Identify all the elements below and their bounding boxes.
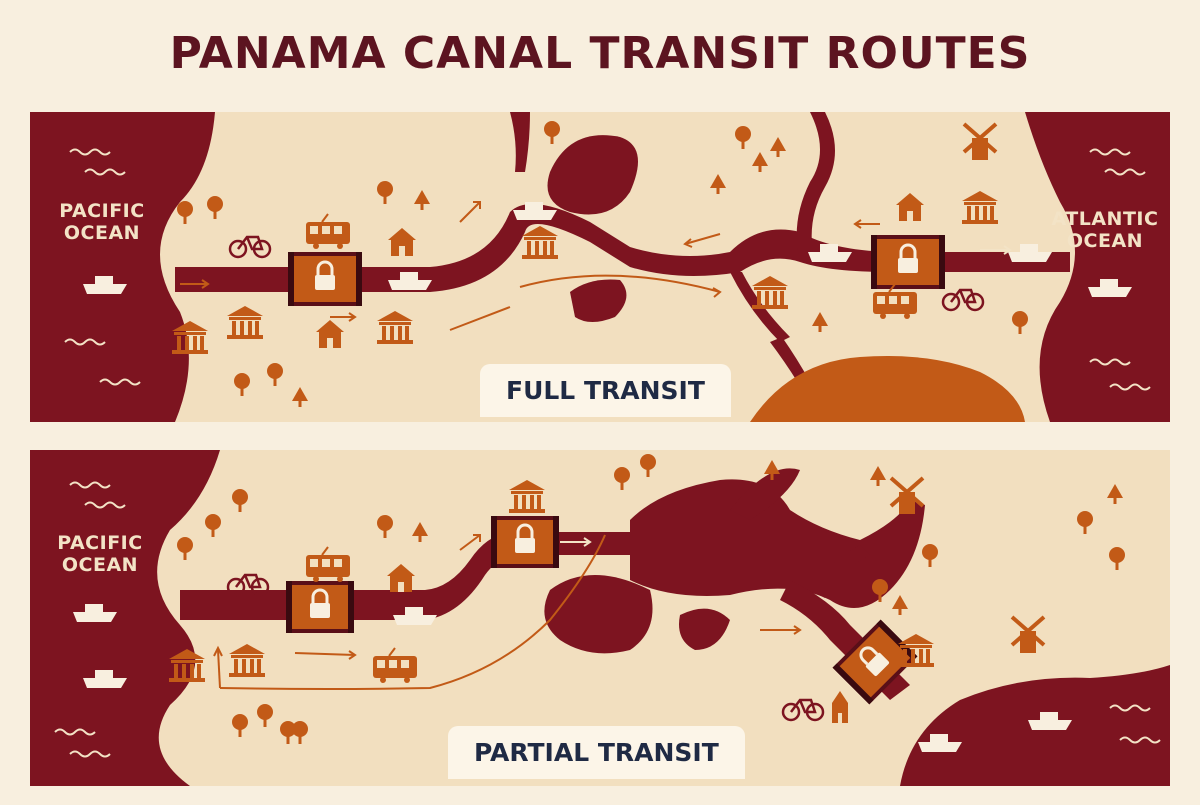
lake [570, 279, 627, 322]
route-label: PARTIAL TRANSIT [448, 726, 745, 779]
lake [730, 468, 800, 520]
page-title: PANAMA CANAL TRANSIT ROUTES [169, 28, 1031, 79]
lock-icon [284, 579, 356, 635]
lock-icon [286, 250, 364, 308]
route-label: FULL TRANSIT [480, 364, 731, 417]
pacific-ocean [30, 112, 215, 422]
arrow-icon [180, 201, 1012, 331]
bay [750, 356, 1025, 422]
atlantic-ocean-label: ATLANTIC OCEAN [1040, 208, 1170, 252]
atlantic-ocean [1025, 112, 1170, 422]
lock-icon [869, 233, 947, 291]
pacific-ocean [30, 450, 220, 786]
lake [544, 575, 653, 654]
partial-transit-panel: PACIFIC OCEAN PARTIAL TRANSIT [30, 450, 1170, 786]
church-icon [832, 691, 848, 723]
pacific-ocean-label: PACIFIC OCEAN [40, 532, 160, 576]
ocean-label-text: PACIFIC OCEAN [57, 532, 143, 576]
river [810, 545, 870, 598]
lake [679, 608, 730, 650]
ocean-label-text: ATLANTIC OCEAN [1051, 208, 1159, 252]
arrow-icon [213, 534, 802, 690]
pacific-ocean-label: PACIFIC OCEAN [42, 200, 162, 244]
canal-channel [175, 204, 1070, 292]
lake [547, 135, 638, 215]
ocean-label-text: PACIFIC OCEAN [59, 200, 145, 244]
river [510, 112, 530, 172]
lock-icon [489, 514, 561, 570]
lake [630, 479, 925, 608]
river [796, 112, 835, 262]
full-transit-panel: PACIFIC OCEAN ATLANTIC OCEAN FULL TRANSI… [30, 112, 1170, 422]
